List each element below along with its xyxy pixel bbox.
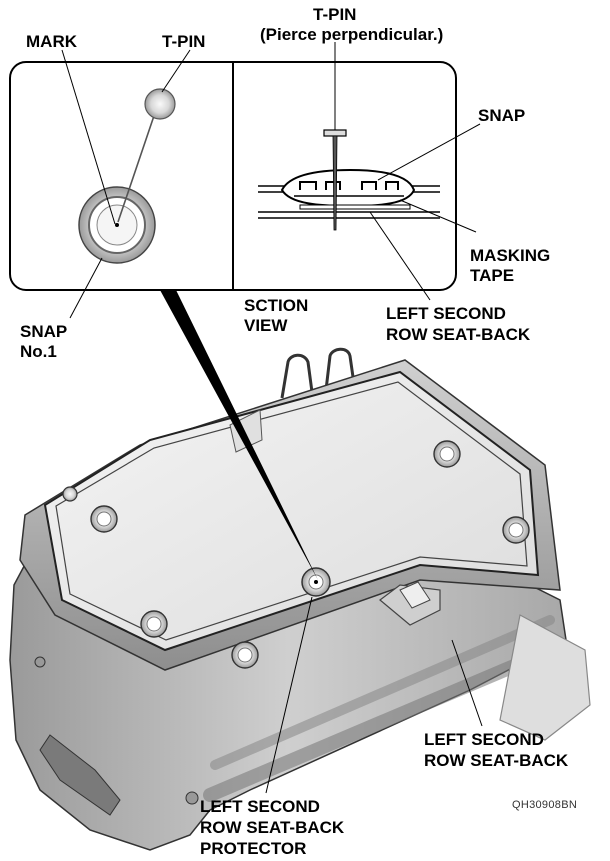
mark-dot xyxy=(115,223,119,227)
t-pin-shaft-right xyxy=(332,135,338,231)
label-left-second-seatback-top-1: LEFT SECOND xyxy=(386,304,506,323)
label-t-pin-right: T-PIN xyxy=(313,5,357,24)
detail-projection xyxy=(160,290,318,580)
label-masking-tape-2: TAPE xyxy=(470,266,515,285)
label-snap-no1-2: No.1 xyxy=(20,342,57,361)
label-protector-2: ROW SEAT-BACK xyxy=(200,818,345,837)
label-section-view-1: SCTION xyxy=(244,296,309,315)
figure-code: QH30908BN xyxy=(512,799,578,811)
label-protector-1: LEFT SECOND xyxy=(200,797,320,816)
label-masking-tape-1: MASKING xyxy=(470,246,551,265)
label-section-view-2: VIEW xyxy=(244,316,288,335)
label-mark: MARK xyxy=(26,32,77,51)
leader-lines xyxy=(61,49,483,794)
label-snap: SNAP xyxy=(478,106,526,125)
label-protector-3: PROTECTOR xyxy=(200,839,307,858)
label-t-pin-right-note: (Pierce perpendicular.) xyxy=(260,25,444,44)
label-snap-no1-1: SNAP xyxy=(20,322,68,341)
label-left-second-seatback-bottom-2: ROW SEAT-BACK xyxy=(424,751,569,770)
snaps xyxy=(90,440,530,669)
seat-back-illustration xyxy=(9,290,591,851)
label-left-second-seatback-bottom-1: LEFT SECOND xyxy=(424,730,544,749)
section-view xyxy=(258,42,440,231)
t-pin-head-left xyxy=(144,88,176,120)
masking-tape-strip xyxy=(299,204,411,210)
snap-section-body xyxy=(280,168,416,208)
label-left-second-seatback-top-2: ROW SEAT-BACK xyxy=(386,325,531,344)
snap-top-view xyxy=(78,88,176,264)
t-pin-head-right xyxy=(323,129,347,137)
t-pin-shaft-left xyxy=(117,103,159,223)
label-t-pin-left: T-PIN xyxy=(162,32,206,51)
